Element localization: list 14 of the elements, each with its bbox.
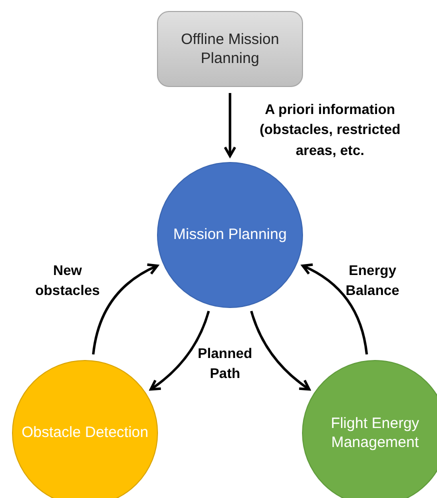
- arrow: [92, 264, 158, 355]
- edge-label: Energy Balance: [344, 261, 400, 300]
- node-label: Obstacle Detection: [22, 423, 148, 443]
- process-box: [157, 11, 303, 87]
- node-label: Offline Mission Planning: [180, 30, 280, 68]
- flow-label: Planned Path: [196, 344, 254, 384]
- arrow: [150, 310, 210, 391]
- edge-label: New obstacles: [34, 261, 101, 300]
- node-label: Flight Energy Management: [330, 414, 420, 452]
- node-label: Mission Planning: [173, 225, 287, 245]
- arrow: [250, 310, 310, 391]
- arrow: [224, 93, 236, 158]
- edge-label: A priori information (obstacles, restricted areas, etc.: [258, 100, 402, 160]
- arrow: [302, 264, 368, 355]
